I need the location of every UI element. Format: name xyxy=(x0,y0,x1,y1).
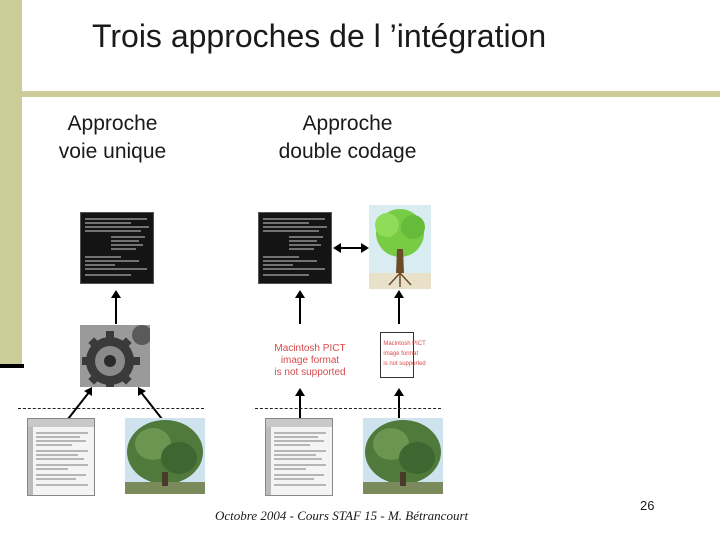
up-arrow-icon xyxy=(295,290,305,324)
pict-line1: Macintosh PICT xyxy=(274,343,346,354)
pict-placeholder-small: Macintosh PICT image format is not suppo… xyxy=(380,332,426,378)
left-diagonal-arrows xyxy=(67,387,163,420)
sidebar-accent xyxy=(0,0,22,368)
right-separator-dashed-line xyxy=(255,408,441,409)
slide-footer: Octobre 2004 - Cours STAF 15 - M. Bétran… xyxy=(215,508,469,523)
text-lines-graphic xyxy=(85,218,149,276)
tree-icon xyxy=(369,205,431,289)
up-arrow-icon xyxy=(295,388,305,420)
bidirectional-arrow-icon xyxy=(333,243,369,253)
left-heading-line1: Approche xyxy=(67,112,158,135)
pict-placeholder-large: Macintosh PICT image format is not suppo… xyxy=(270,343,350,379)
up-arrow-icon xyxy=(111,290,121,324)
right-tree-photo xyxy=(363,418,443,494)
pict-small-line2: image format xyxy=(383,350,419,357)
left-heading-line2: voie unique xyxy=(58,140,167,163)
gear-icon xyxy=(80,325,150,387)
right-column-heading: Approche double codage xyxy=(250,110,445,166)
page-number: 26 xyxy=(640,498,655,513)
pict-small-line1: Macintosh PICT xyxy=(383,340,426,347)
up-arrow-icon xyxy=(394,388,404,420)
slide-title: Trois approches de l ’intégration xyxy=(92,18,547,54)
document-lines-graphic xyxy=(266,419,332,495)
right-text-document-image xyxy=(265,418,333,496)
pict-line3: is not supported xyxy=(274,367,346,378)
right-heading-line1: Approche xyxy=(302,112,393,135)
left-tree-photo xyxy=(125,418,205,494)
pict-small-line3: is not supported xyxy=(383,360,426,367)
header-accent-bar xyxy=(22,91,720,97)
left-mental-representation-image xyxy=(80,212,154,284)
left-separator-dashed-line xyxy=(18,408,204,409)
sidebar-foot-line xyxy=(0,364,24,368)
up-arrow-icon xyxy=(394,290,404,324)
pict-line2: image format xyxy=(280,355,340,366)
left-text-document-image xyxy=(27,418,95,496)
left-column-heading: Approche voie unique xyxy=(30,110,195,166)
text-lines-graphic xyxy=(263,218,327,276)
right-mental-representation-image xyxy=(258,212,332,284)
document-lines-graphic xyxy=(28,419,94,495)
right-heading-line2: double codage xyxy=(278,140,417,163)
